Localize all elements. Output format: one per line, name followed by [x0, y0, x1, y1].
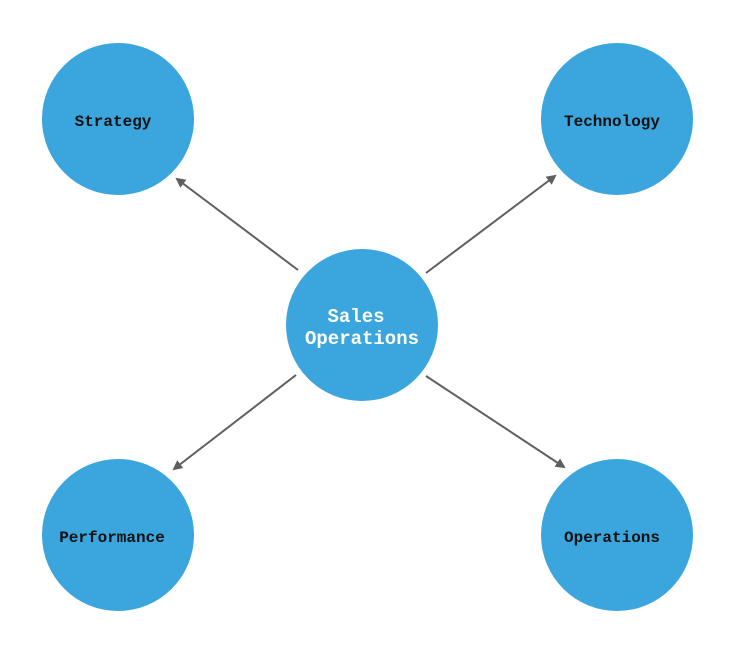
- edge-center-to-strategy: [175, 177, 299, 271]
- node-performance[interactable]: Performance: [42, 459, 194, 611]
- node-label: Performance: [59, 529, 165, 547]
- edge-center-to-operations: [425, 375, 566, 469]
- edge-center-to-technology: [425, 174, 557, 274]
- node-strategy[interactable]: Strategy: [42, 43, 194, 195]
- edges: [172, 174, 566, 471]
- node-circle: [42, 43, 194, 195]
- node-label-line1: Sales: [327, 306, 384, 328]
- node-circle: [541, 43, 693, 195]
- node-label-line2: Operations: [305, 328, 419, 350]
- node-label: Operations: [564, 529, 660, 547]
- node-sales-operations[interactable]: Sales Operations: [286, 249, 438, 401]
- node-label: Technology: [564, 113, 660, 131]
- node-circle: [286, 249, 438, 401]
- node-label: Strategy: [75, 113, 152, 131]
- node-technology[interactable]: Technology: [541, 43, 693, 195]
- edge-center-to-performance: [172, 374, 297, 471]
- node-circle: [42, 459, 194, 611]
- node-operations[interactable]: Operations: [541, 459, 693, 611]
- node-circle: [541, 459, 693, 611]
